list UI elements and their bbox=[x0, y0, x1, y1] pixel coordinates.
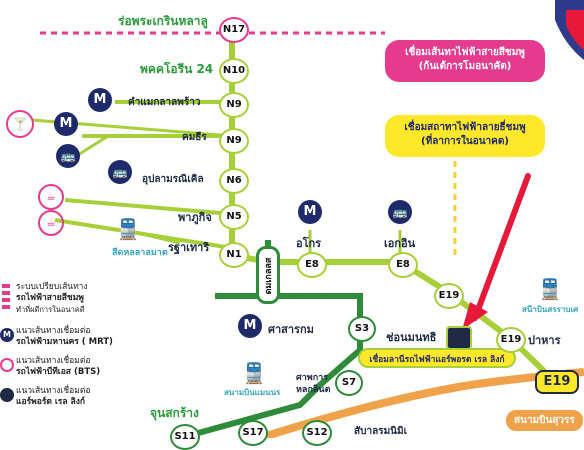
airport-link-callout: เชื่อมลานีรถไฟฟ้าแอร์พอรต เรล ลิงก์ bbox=[358, 348, 516, 368]
station-e19a[interactable]: E19 bbox=[434, 283, 464, 309]
label-n9b: คมธีร bbox=[182, 132, 207, 143]
label-s3-station: ช่อนมนทธิ bbox=[386, 331, 437, 344]
pink-callout-line2: (ก้นเต้การโมอนาคัต) bbox=[418, 61, 512, 72]
station-e19-big[interactable]: E19 bbox=[535, 370, 579, 394]
label-e8b: เอกอิน bbox=[384, 237, 416, 250]
label-airport-bottom: สนามบินสุวรร bbox=[506, 410, 583, 431]
pink-callout: เชื่อมเส้นทาไฟฟ้าสายสีชมพู (ก้นเต้การโมอ… bbox=[385, 40, 545, 82]
label-n6: อุปลามรณิเคิล bbox=[142, 174, 204, 185]
coffee-icon: ☕ bbox=[38, 210, 64, 236]
yellow-callout-line1: เชื่อมสถาทาไฟฟ้าลายธี่ชมพู bbox=[404, 122, 526, 133]
mrt-logo-icon: M bbox=[54, 112, 78, 136]
label-bus-terminal-left: สีดหลลาลมาต bbox=[112, 248, 168, 258]
label-n1: รฐาเทาริ bbox=[168, 241, 210, 254]
label-n5: พาภูกิจ bbox=[178, 211, 212, 224]
bus-icon: 🚌 bbox=[108, 160, 132, 184]
label-bus-terminal-mid: สนามบินแมนนร bbox=[224, 388, 281, 397]
yellow-callout: เชื่อมสถาทาไฟฟ้าลายธี่ชมพู (ที่ลาการในอน… bbox=[385, 115, 545, 157]
station-s11[interactable]: S11 bbox=[170, 424, 200, 450]
cocktail-icon: 🍸 bbox=[6, 110, 34, 138]
station-n5[interactable]: N5 bbox=[219, 204, 249, 230]
station-s3[interactable]: S3 bbox=[348, 316, 376, 342]
legend-pink-icon bbox=[2, 284, 10, 310]
station-n17[interactable]: N17 bbox=[219, 17, 249, 43]
station-n6[interactable]: N6 bbox=[219, 168, 249, 194]
bus-icon: 🚌 bbox=[56, 144, 80, 168]
legend-airport-line2: แอร์พอร์ต เรล ลิงก์ bbox=[16, 397, 86, 407]
label-e19: ปาหาร bbox=[528, 334, 561, 347]
station-s17[interactable]: S17 bbox=[238, 420, 268, 446]
mrt-logo-icon: M bbox=[238, 314, 262, 338]
brand-logo-accent bbox=[566, 10, 584, 50]
label-s12: สับาลรมนิมิเ bbox=[354, 426, 408, 437]
label-n9a: คำแมกลาลพร้าว bbox=[128, 97, 201, 108]
legend-airport-line1: แนวเส้นทางเชื่อมต่อ bbox=[16, 386, 91, 396]
train-icon: 🚆 bbox=[537, 277, 563, 301]
train-icon: 🚆 bbox=[241, 361, 267, 385]
red-arrow-head bbox=[462, 302, 488, 330]
label-n10: พคคโอรีน 24 bbox=[140, 62, 214, 76]
station-n1[interactable]: N1 bbox=[219, 242, 249, 268]
legend-bts-line2: รถไฟฟ้าบีทีเอส (BTS) bbox=[16, 367, 101, 377]
bts-icon bbox=[0, 358, 14, 372]
mrt-logo-icon: M bbox=[88, 88, 112, 112]
station-n9a[interactable]: N9 bbox=[219, 92, 249, 118]
station-n9b[interactable]: N9 bbox=[219, 128, 249, 154]
coffee-icon: ☕ bbox=[38, 184, 64, 210]
legend-pink-line1: ระบบเปรียบเส้นทาง bbox=[16, 282, 88, 292]
legend-pink-line3: ทำที่ผดีการในอนาคดี bbox=[16, 305, 85, 314]
station-s12[interactable]: S12 bbox=[302, 420, 332, 446]
vertical-line-label: ดมเกลลส bbox=[256, 246, 280, 304]
station-e8b[interactable]: E8 bbox=[388, 252, 418, 278]
legend-mrt-line1: แนวเส้นทางเชื่อมต่อ bbox=[16, 326, 91, 336]
legend-item-airport: แนวเส้นทางเชื่อมต่อ แอร์พอร์ต เรล ลิงก์ bbox=[0, 386, 112, 412]
station-e19-big-label: E19 bbox=[543, 374, 571, 389]
red-arrow-shaft bbox=[472, 173, 531, 321]
legend-item-bts: แนวเส้นทางเชื่อมต่อ รถไฟฟ้าบีทีเอส (BTS) bbox=[0, 356, 112, 382]
legend-mrt-line2: รถไฟฟ้ามหานคร ( MRT) bbox=[16, 337, 113, 347]
legend-bts-line1: แนวเส้นทางเชื่อมต่อ bbox=[16, 356, 91, 366]
legend-pink-line2: รถไฟฟ้าสายสีชมพู bbox=[16, 293, 84, 303]
airport-link-icon bbox=[0, 388, 14, 402]
yellow-callout-line2: (ที่ลาการในอนาคต) bbox=[421, 136, 509, 147]
legend-item-mrt: M แนวเส้นทางเชื่อมต่อ รถไฟฟ้ามหานคร ( MR… bbox=[0, 326, 113, 352]
station-s7[interactable]: S7 bbox=[335, 370, 363, 396]
label-e8a: อโกร bbox=[296, 237, 322, 250]
airport-link-icon bbox=[446, 326, 472, 350]
dark-green-line bbox=[179, 293, 363, 438]
pink-callout-line1: เชื่อมเส้นทาไฟฟ้าสายสีชมพู bbox=[405, 47, 525, 58]
station-n10[interactable]: N10 bbox=[219, 58, 249, 84]
airport-link-callout-text: เชื่อมลานีรถไฟฟ้าแอร์พอรต เรล ลิงก์ bbox=[369, 355, 505, 365]
label-s11: จุนสกร้าง bbox=[150, 406, 199, 420]
station-e19b[interactable]: E19 bbox=[496, 327, 526, 353]
mrt-logo-icon: M bbox=[0, 328, 14, 342]
mrt-logo-icon: M bbox=[298, 200, 322, 224]
label-s7: ศาพการ หลกลินต bbox=[296, 373, 331, 395]
branch-bus-terminal bbox=[124, 228, 181, 245]
station-e8a[interactable]: E8 bbox=[297, 252, 327, 278]
legend-item-pink: ระบบเปรียบเส้นทาง รถไฟฟ้าสายสีชมพู ทำที่… bbox=[2, 282, 112, 322]
label-s3: ศาสารกม bbox=[268, 323, 314, 336]
vertical-line-label-text: ดมเกลลส bbox=[264, 257, 274, 295]
train-icon: 🚆 bbox=[115, 217, 141, 241]
label-n17: ร่อพระเกรินหลาลู bbox=[118, 14, 208, 28]
branch-n5 bbox=[64, 198, 233, 216]
label-airport-top: สนีาบินสรราบเศ bbox=[522, 305, 579, 314]
bus-icon: 🚌 bbox=[388, 200, 412, 224]
